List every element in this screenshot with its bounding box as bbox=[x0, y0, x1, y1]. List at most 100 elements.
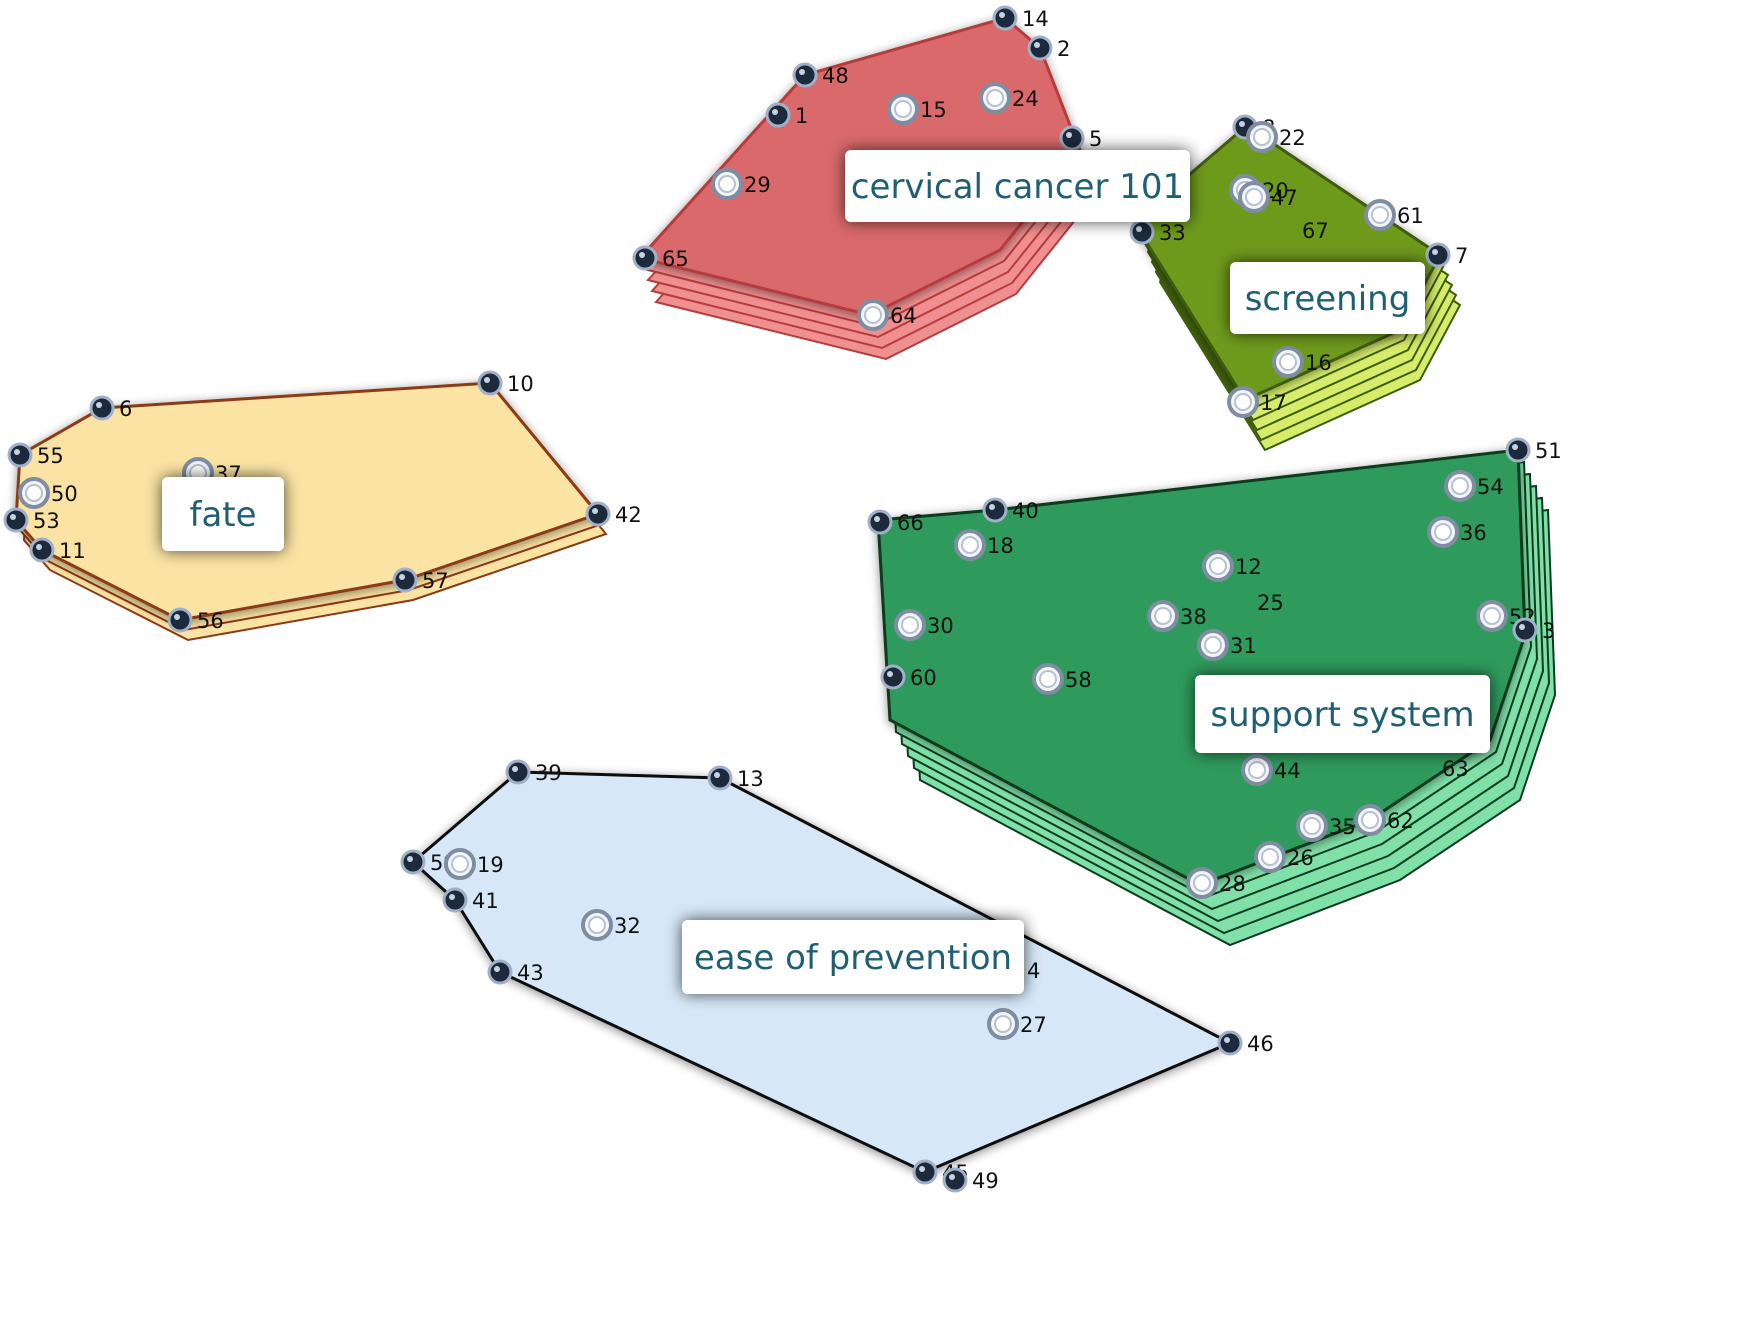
statement-point[interactable]: 49 bbox=[942, 1167, 999, 1193]
statement-point: 63 bbox=[1442, 757, 1469, 781]
point-marker[interactable] bbox=[392, 567, 418, 593]
statement-point[interactable]: 7 bbox=[1425, 242, 1468, 268]
point-marker[interactable] bbox=[505, 759, 531, 785]
statement-point[interactable]: 31 bbox=[1197, 629, 1257, 661]
statement-point[interactable]: 12 bbox=[1202, 550, 1262, 582]
point-marker[interactable] bbox=[982, 497, 1008, 523]
point-marker[interactable] bbox=[867, 509, 893, 535]
statement-point[interactable]: 64 bbox=[857, 299, 917, 331]
point-label: 13 bbox=[737, 767, 764, 791]
point-marker[interactable] bbox=[1425, 242, 1451, 268]
cluster-label-box bbox=[682, 920, 1024, 994]
statement-point[interactable]: 2 bbox=[1027, 35, 1070, 61]
statement-point[interactable]: 40 bbox=[982, 497, 1039, 523]
point-label: 43 bbox=[517, 961, 544, 985]
cluster-label-text: ease of prevention bbox=[694, 938, 1012, 978]
point-marker[interactable] bbox=[707, 765, 733, 791]
statement-point[interactable]: 29 bbox=[711, 168, 771, 200]
statement-point[interactable]: 66 bbox=[867, 509, 924, 535]
statement-point[interactable]: 15 bbox=[887, 93, 947, 125]
point-marker[interactable] bbox=[1059, 125, 1085, 151]
point-marker[interactable] bbox=[1129, 219, 1155, 245]
statement-point[interactable]: 62 bbox=[1354, 804, 1414, 836]
statement-point[interactable]: 16 bbox=[1272, 346, 1332, 378]
statement-point[interactable]: 60 bbox=[880, 664, 937, 690]
statement-point[interactable]: 65 bbox=[632, 245, 689, 271]
statement-point[interactable]: 24 bbox=[979, 82, 1039, 114]
point-marker[interactable] bbox=[1512, 617, 1538, 643]
statement-point[interactable]: 11 bbox=[29, 537, 86, 563]
statement-point[interactable]: 10 bbox=[477, 370, 534, 396]
point-marker[interactable] bbox=[632, 245, 658, 271]
point-marker[interactable] bbox=[487, 959, 513, 985]
statement-point[interactable]: 35 bbox=[1296, 810, 1356, 842]
statement-point[interactable]: 58 bbox=[1032, 663, 1092, 695]
statement-point[interactable]: 17 bbox=[1227, 386, 1287, 418]
cluster-label-box bbox=[1195, 675, 1490, 753]
point-highlight bbox=[1512, 444, 1518, 450]
point-label: 57 bbox=[422, 569, 449, 593]
point-marker[interactable] bbox=[7, 442, 33, 468]
point-marker[interactable] bbox=[477, 370, 503, 396]
statement-point[interactable]: 6 bbox=[89, 395, 132, 421]
statement-point[interactable]: 13 bbox=[707, 765, 764, 791]
point-marker[interactable] bbox=[1027, 35, 1053, 61]
statement-point[interactable]: 33 bbox=[1129, 219, 1186, 245]
point-marker[interactable] bbox=[29, 537, 55, 563]
statement-point[interactable]: 41 bbox=[442, 887, 499, 913]
statement-point[interactable]: 48 bbox=[792, 62, 849, 88]
statement-point[interactable]: 32 bbox=[581, 909, 641, 941]
statement-point[interactable]: 38 bbox=[1147, 600, 1207, 632]
point-marker[interactable] bbox=[585, 501, 611, 527]
point-label: 65 bbox=[662, 247, 689, 271]
statement-point[interactable]: 56 bbox=[167, 607, 224, 633]
point-marker[interactable] bbox=[89, 395, 115, 421]
statement-point[interactable]: 39 bbox=[505, 759, 562, 785]
statement-point[interactable]: 54 bbox=[1444, 470, 1504, 502]
point-label: 49 bbox=[972, 1169, 999, 1193]
point-label: 60 bbox=[910, 666, 937, 690]
point-marker[interactable] bbox=[992, 5, 1018, 31]
statement-point[interactable]: 44 bbox=[1241, 754, 1301, 786]
point-marker[interactable] bbox=[880, 664, 906, 690]
statement-point: 4 bbox=[1027, 959, 1040, 983]
point-marker[interactable] bbox=[400, 849, 426, 875]
point-marker[interactable] bbox=[765, 102, 791, 128]
statement-point[interactable]: 46 bbox=[1217, 1030, 1274, 1056]
point-highlight bbox=[1451, 477, 1469, 495]
statement-point[interactable]: 18 bbox=[954, 529, 1014, 561]
statement-point[interactable]: 27 bbox=[987, 1008, 1047, 1040]
point-marker[interactable] bbox=[942, 1167, 968, 1193]
statement-point[interactable]: 28 bbox=[1186, 867, 1246, 899]
point-label: 38 bbox=[1180, 605, 1207, 629]
statement-point[interactable]: 61 bbox=[1364, 199, 1424, 231]
statement-point[interactable]: 22 bbox=[1246, 121, 1306, 153]
point-highlight bbox=[1248, 761, 1266, 779]
point-marker[interactable] bbox=[912, 1159, 938, 1185]
point-marker[interactable] bbox=[792, 62, 818, 88]
statement-point[interactable]: 47 bbox=[1238, 181, 1298, 213]
statement-point[interactable]: 55 bbox=[7, 442, 64, 468]
statement-point[interactable]: 30 bbox=[894, 609, 954, 641]
point-marker[interactable] bbox=[3, 507, 29, 533]
point-label: 47 bbox=[1271, 186, 1298, 210]
point-label: 41 bbox=[472, 889, 499, 913]
statement-point[interactable]: 53 bbox=[3, 507, 60, 533]
point-highlight bbox=[25, 484, 43, 502]
statement-point[interactable]: 57 bbox=[392, 567, 449, 593]
statement-point[interactable]: 26 bbox=[1254, 841, 1314, 873]
statement-point[interactable]: 42 bbox=[585, 501, 642, 527]
statement-point[interactable]: 50 bbox=[18, 477, 78, 509]
point-marker[interactable] bbox=[442, 887, 468, 913]
statement-point[interactable]: 19 bbox=[444, 848, 504, 880]
statement-point[interactable]: 51 bbox=[1505, 437, 1562, 463]
statement-point[interactable]: 3 bbox=[1512, 617, 1555, 643]
statement-point[interactable]: 43 bbox=[487, 959, 544, 985]
statement-point[interactable]: 1 bbox=[765, 102, 808, 128]
point-marker[interactable] bbox=[1505, 437, 1531, 463]
statement-point[interactable]: 5 bbox=[1059, 125, 1102, 151]
point-marker[interactable] bbox=[1217, 1030, 1243, 1056]
statement-point[interactable]: 14 bbox=[992, 5, 1049, 31]
statement-point[interactable]: 36 bbox=[1427, 516, 1487, 548]
point-marker[interactable] bbox=[167, 607, 193, 633]
